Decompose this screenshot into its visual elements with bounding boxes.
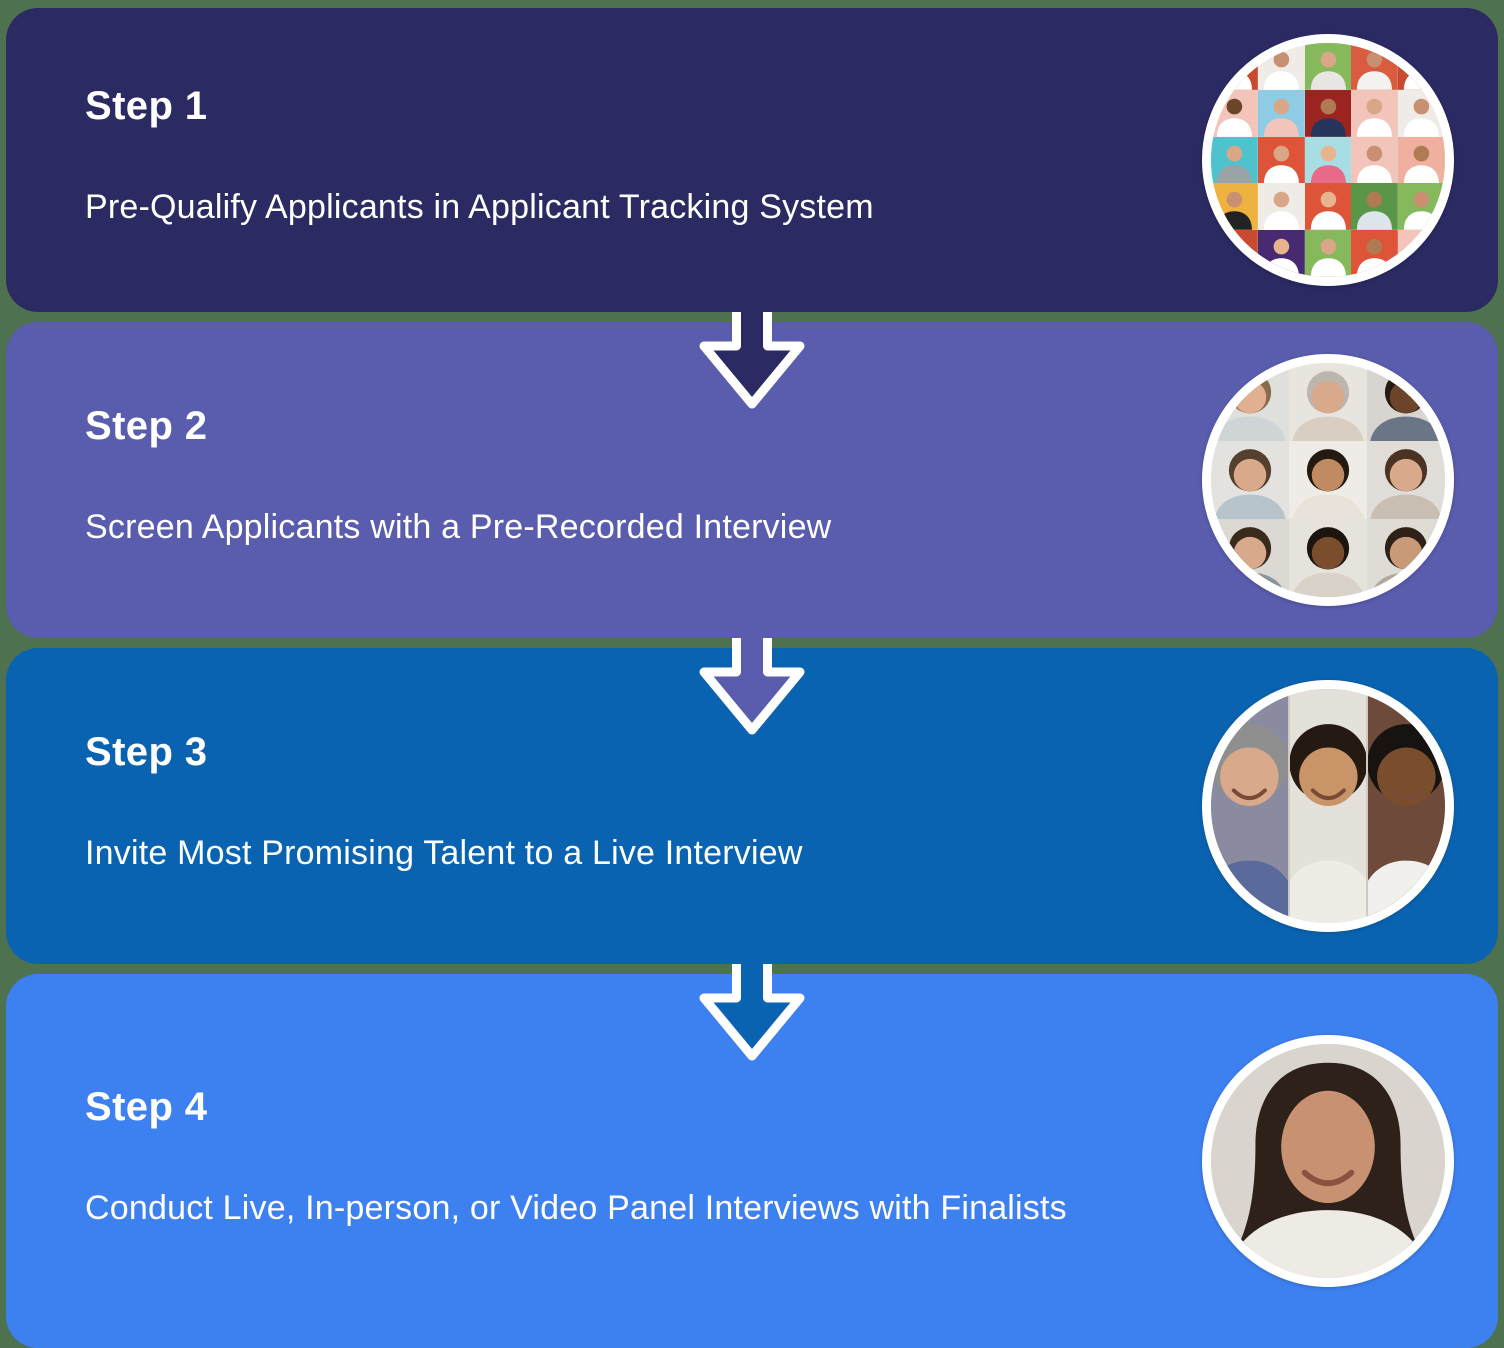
face-icon xyxy=(1289,519,1367,597)
step-3-subtitle: Invite Most Promising Talent to a Live I… xyxy=(85,834,803,872)
face-icon xyxy=(1289,441,1367,519)
face-icon xyxy=(1211,689,1288,923)
collage-tile xyxy=(1351,89,1399,137)
person-icon xyxy=(1398,136,1445,184)
collage-tile xyxy=(1398,230,1445,277)
person-icon xyxy=(1304,183,1352,231)
collage-tile xyxy=(1398,183,1445,231)
step-1-card: Step 1 Pre-Qualify Applicants in Applica… xyxy=(6,8,1498,409)
face-icon xyxy=(1289,689,1367,923)
person-icon xyxy=(1351,183,1399,231)
collage-tile xyxy=(1398,136,1445,184)
collage-tile xyxy=(1351,183,1399,231)
headshot-tile xyxy=(1289,441,1367,519)
collage-tile xyxy=(1351,230,1399,277)
person-icon xyxy=(1304,136,1352,184)
candidate-panel xyxy=(1368,689,1445,923)
face-icon xyxy=(1368,689,1445,923)
collage-tile xyxy=(1211,230,1258,277)
collage-tile xyxy=(1257,43,1305,90)
person-icon xyxy=(1257,183,1305,231)
person-icon xyxy=(1304,230,1352,277)
step-1-title: Step 1 xyxy=(85,84,208,128)
collage-tile xyxy=(1304,136,1352,184)
headshot-tile xyxy=(1211,441,1289,519)
step-3-card: Step 3 Invite Most Promising Talent to a… xyxy=(6,648,1498,1061)
collage-tile xyxy=(1257,230,1305,277)
step-3-title: Step 3 xyxy=(85,730,208,774)
person-icon xyxy=(1257,43,1305,90)
step-4-card: Step 4 Conduct Live, In-person, or Video… xyxy=(6,974,1498,1348)
person-icon xyxy=(1398,183,1445,231)
person-icon xyxy=(1351,230,1399,277)
step-2-subtitle: Screen Applicants with a Pre-Recorded In… xyxy=(85,508,832,546)
face-icon xyxy=(1367,519,1445,597)
face-icon xyxy=(1211,441,1289,519)
candidate-panel xyxy=(1211,689,1288,923)
collage-tile xyxy=(1211,89,1258,137)
person-icon xyxy=(1351,43,1399,90)
collage-tile xyxy=(1304,89,1352,137)
headshot-tile xyxy=(1367,441,1445,519)
face-icon xyxy=(1367,441,1445,519)
step-3-photo xyxy=(1202,680,1454,932)
person-icon xyxy=(1257,89,1305,137)
person-icon xyxy=(1257,230,1305,277)
headshot-tile xyxy=(1289,519,1367,597)
collage-tile xyxy=(1351,136,1399,184)
candidate-panel xyxy=(1289,689,1367,923)
headshot-tile xyxy=(1367,519,1445,597)
person-icon xyxy=(1304,43,1352,90)
person-icon xyxy=(1351,136,1399,184)
person-icon xyxy=(1211,136,1258,184)
collage-tile xyxy=(1257,89,1305,137)
person-icon xyxy=(1351,89,1399,137)
headshot-tile xyxy=(1289,363,1367,441)
headshot-tile xyxy=(1211,519,1289,597)
step-2-card: Step 2 Screen Applicants with a Pre-Reco… xyxy=(6,322,1498,735)
collage-tile xyxy=(1211,183,1258,231)
collage-tile xyxy=(1257,183,1305,231)
step-1-subtitle: Pre-Qualify Applicants in Applicant Trac… xyxy=(85,188,874,226)
person-icon xyxy=(1211,230,1258,277)
finalist-portrait xyxy=(1211,1044,1445,1278)
face-icon xyxy=(1367,363,1445,441)
collage-tile xyxy=(1304,183,1352,231)
step-1-photo xyxy=(1202,34,1454,286)
collage-tile xyxy=(1304,43,1352,90)
person-icon xyxy=(1304,89,1352,137)
step-2-title: Step 2 xyxy=(85,404,208,448)
collage-tile xyxy=(1211,136,1258,184)
step-2-photo xyxy=(1202,354,1454,606)
face-icon xyxy=(1289,363,1367,441)
headshot-tile xyxy=(1367,363,1445,441)
person-icon xyxy=(1211,183,1258,231)
person-icon xyxy=(1211,89,1258,137)
step-4-subtitle: Conduct Live, In-person, or Video Panel … xyxy=(85,1189,1067,1227)
step-4-title: Step 4 xyxy=(85,1085,208,1129)
collage-tile xyxy=(1304,230,1352,277)
collage-tile xyxy=(1257,136,1305,184)
face-icon xyxy=(1211,519,1289,597)
collage-tile xyxy=(1351,43,1399,90)
person-icon xyxy=(1257,136,1305,184)
portrait-icon xyxy=(1211,1044,1445,1278)
step-4-photo xyxy=(1202,1035,1454,1287)
person-icon xyxy=(1398,230,1445,277)
